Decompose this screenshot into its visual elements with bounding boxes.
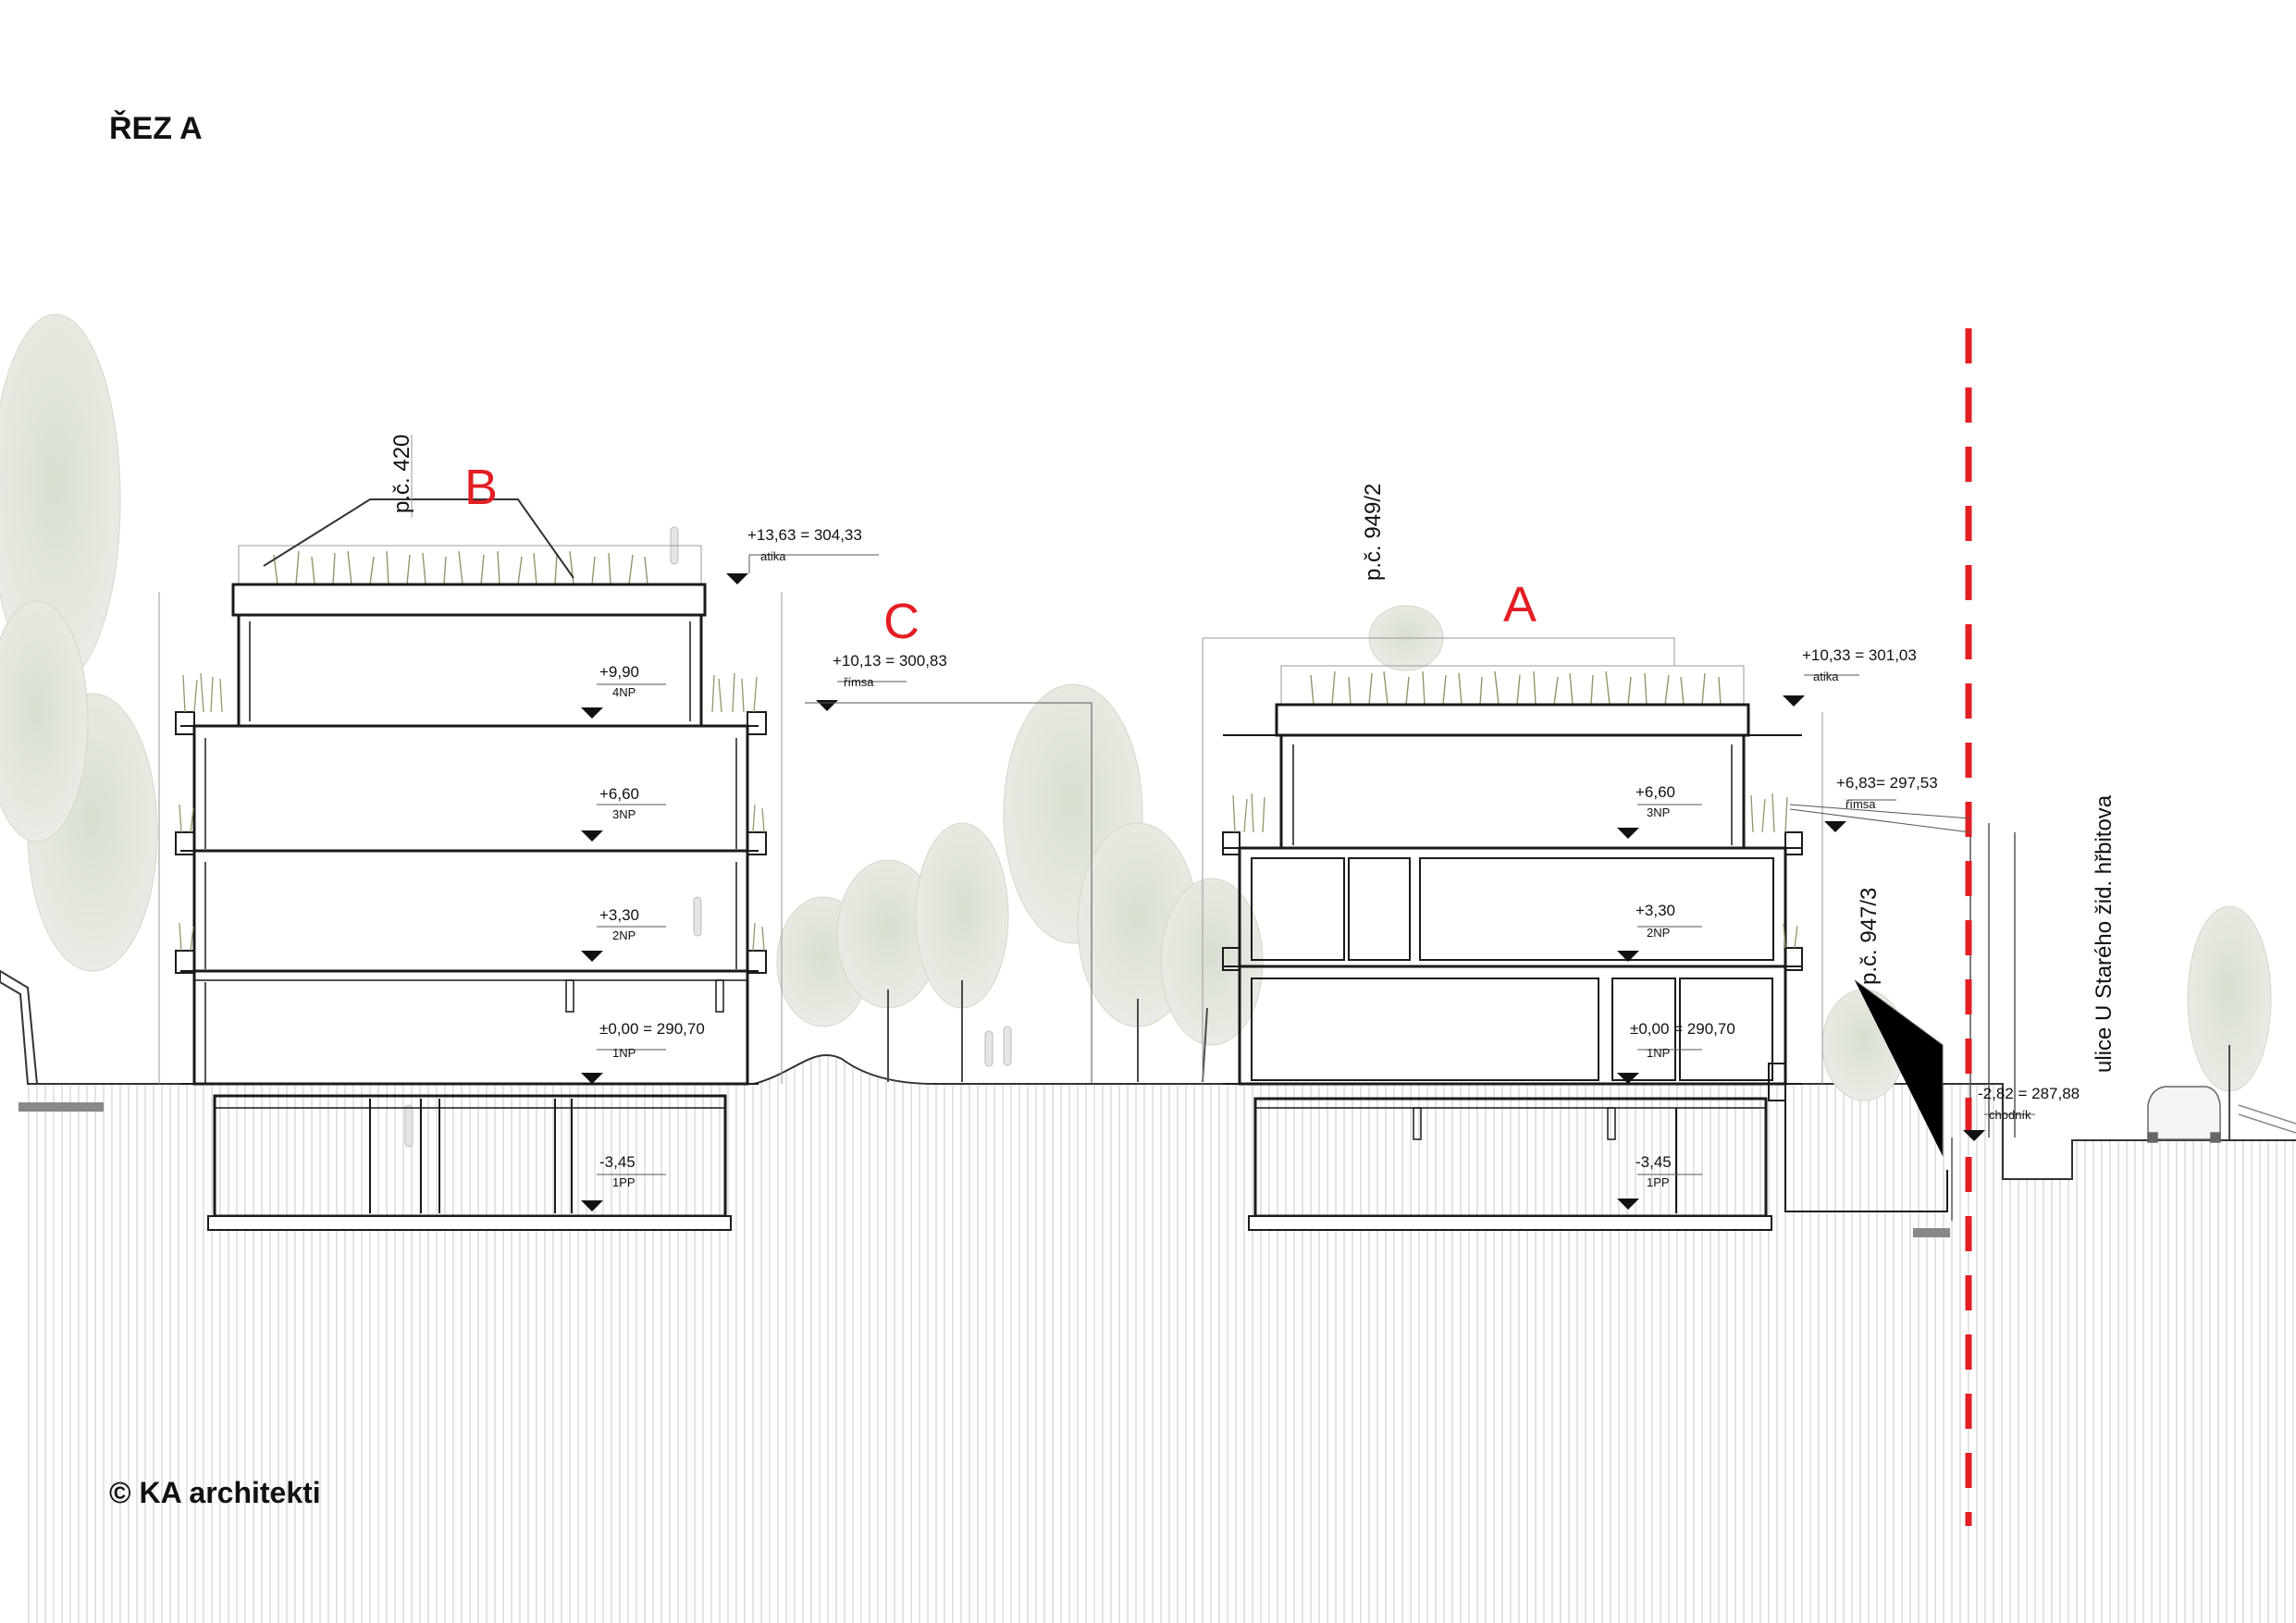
level-b-3np-note: 3NP: [612, 807, 636, 821]
level-b-1pp-note: 1PP: [612, 1175, 636, 1189]
level-sidewalk-value: -2,82 = 287,88: [1978, 1085, 2080, 1102]
parcel-label-949: p.č. 949/2: [1361, 484, 1386, 581]
level-a-1np-note: 1NP: [1647, 1046, 1670, 1060]
level-b-1np-value: ±0,00 = 290,70: [599, 1020, 705, 1038]
level-a-2np-value: +3,30: [1636, 902, 1675, 919]
parcel-9473-line: [1854, 979, 1944, 1156]
ground-soil: [28, 1054, 2296, 1623]
level-a-1pp-note: 1PP: [1647, 1175, 1670, 1189]
level-leaders: [597, 554, 2035, 1175]
terrace-plants-a: [1232, 793, 1798, 949]
people: [404, 526, 1012, 1148]
level-b-2np-value: +3,30: [599, 906, 639, 924]
copyright: © KA architekti: [109, 1476, 321, 1509]
level-b-atika-value: +13,63 = 304,33: [747, 526, 862, 544]
parcel-label-420: p.č. 420: [389, 435, 414, 513]
level-sidewalk-note: chodník: [1989, 1108, 2031, 1122]
footing-left: [19, 1102, 104, 1112]
building-label-a: A: [1503, 577, 1537, 633]
car-icon: [2147, 1086, 2221, 1143]
building-label-c: C: [883, 594, 920, 649]
level-b-1np-note: 1NP: [612, 1046, 636, 1060]
street-railing: [2238, 1104, 2296, 1134]
level-b-4np-note: 4NP: [612, 685, 636, 699]
level-a-atika-note: atika: [1813, 670, 1839, 683]
level-a-2np-note: 2NP: [1647, 926, 1670, 940]
level-b-atika-note: atika: [760, 549, 786, 563]
level-a-atika-value: +10,33 = 301,03: [1802, 646, 1917, 664]
tree-group: [0, 314, 2272, 1101]
level-a-1np-value: ±0,00 = 290,70: [1630, 1020, 1735, 1038]
level-c-rimsa-note: římsa: [844, 675, 874, 689]
ground-line: [28, 1053, 2296, 1180]
terrace-plants-b: [179, 672, 765, 952]
level-a-1pp-value: -3,45: [1636, 1153, 1672, 1171]
building-label-b: B: [464, 460, 498, 515]
retaining-wall-left: [0, 969, 39, 1085]
level-b-1pp-value: -3,45: [599, 1153, 636, 1171]
level-a-rimsa-note: římsa: [1845, 797, 1876, 811]
level-b-4np-value: +9,90: [599, 663, 639, 681]
building-b: [158, 498, 783, 1231]
sheet-title: ŘEZ A: [109, 111, 203, 146]
street-label: ulice U Starého žid. hřbitova: [2092, 794, 2117, 1073]
level-b-2np-note: 2NP: [612, 928, 636, 942]
level-a-3np-note: 3NP: [1647, 805, 1670, 819]
building-a: [1202, 637, 2016, 1231]
level-a-rimsa-value: +6,83= 297,53: [1836, 774, 1938, 792]
parcel-label-947: p.č. 947/3: [1857, 888, 1882, 985]
level-markers: [581, 573, 1985, 1211]
footing-right: [1913, 1228, 1950, 1237]
level-c-rimsa-value: +10,13 = 300,83: [833, 652, 947, 670]
level-a-3np-value: +6,60: [1636, 783, 1675, 801]
tree-trunks: [887, 980, 2230, 1139]
level-b-3np-value: +6,60: [599, 785, 639, 803]
